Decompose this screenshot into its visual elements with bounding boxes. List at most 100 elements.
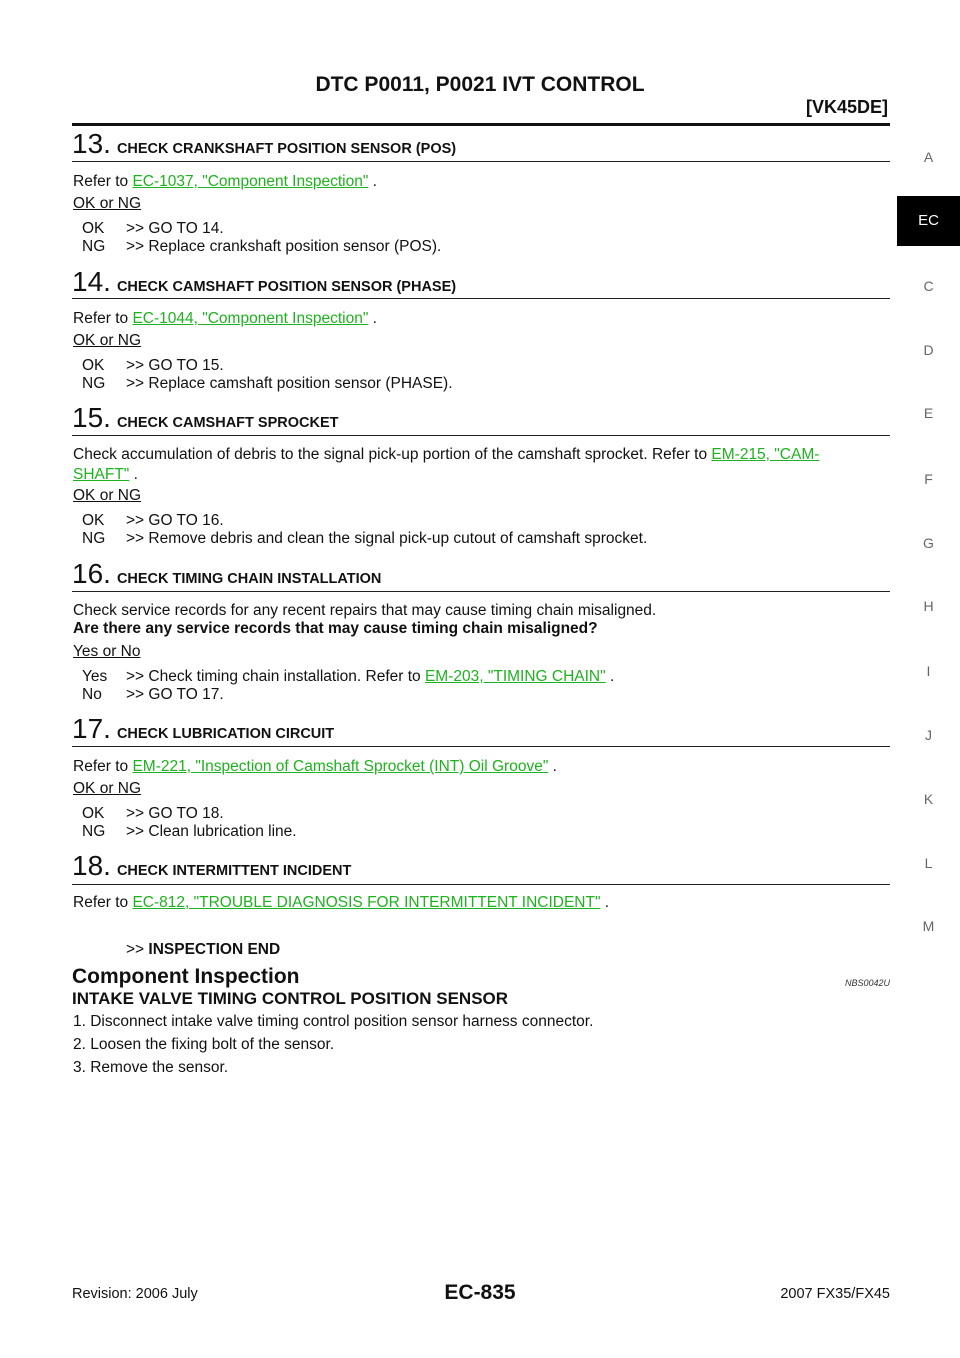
step-17-refer: Refer to EM-221, "Inspection of Camshaft…: [73, 757, 557, 777]
step-13-refer: Refer to EC-1037, "Component Inspection"…: [73, 172, 377, 192]
side-tab-d[interactable]: D: [923, 342, 934, 358]
side-tab-h[interactable]: H: [923, 598, 934, 614]
link-em-215-cont[interactable]: SHAFT": [73, 466, 130, 483]
step-15-result-ng: NG >> Remove debris and clean the signal …: [82, 529, 647, 549]
list-item: 1. Disconnect intake valve timing contro…: [73, 1013, 594, 1030]
step-number: 14.: [72, 266, 111, 297]
step-number: 18.: [72, 850, 111, 881]
footer-model: 2007 FX35/FX45: [780, 1286, 890, 1302]
refer-text: Refer to: [73, 894, 133, 911]
refer-suffix: .: [605, 668, 615, 685]
side-tab-a[interactable]: A: [923, 149, 934, 165]
step-14-choice: OK or NG: [73, 332, 142, 349]
link-ec-812[interactable]: EC-812, "TROUBLE DIAGNOSIS FOR INTERMITT…: [132, 894, 601, 911]
step-16-choice: Yes or No: [73, 643, 141, 660]
section-code: NBS0042U: [844, 978, 890, 988]
step-13-result-ok: OK >> GO TO 14.: [82, 219, 224, 239]
result-label: OK: [82, 512, 105, 529]
step-15-result-ok: OK >> GO TO 16.: [82, 511, 224, 531]
step-14-heading: 14.CHECK CAMSHAFT POSITION SENSOR (PHASE…: [72, 266, 890, 298]
step-number: 17.: [72, 713, 111, 744]
result-label: NG: [82, 375, 106, 392]
result-text: INSPECTION END: [148, 941, 281, 958]
link-em-215[interactable]: EM-215, "CAM-: [711, 446, 820, 463]
list-item: 2. Loosen the fixing bolt of the sensor.: [73, 1036, 335, 1053]
result-text: >> Clean lubrication line.: [126, 823, 297, 840]
side-tab-j[interactable]: J: [925, 727, 932, 743]
result-text: >> GO TO 14.: [126, 220, 224, 237]
step-title: CHECK CRANKSHAFT POSITION SENSOR (POS): [116, 141, 457, 157]
step-15-heading: 15.CHECK CAMSHAFT SPROCKET: [72, 402, 890, 434]
side-tab-f[interactable]: F: [924, 471, 933, 487]
side-tab-g[interactable]: G: [923, 535, 934, 551]
result-text: >> Remove debris and clean the signal pi…: [126, 530, 648, 547]
result-label: NG: [82, 823, 106, 840]
step-16-body: Check service records for any recent rep…: [73, 602, 657, 619]
result-text: >> GO TO 15.: [126, 357, 224, 374]
step-13-choice: OK or NG: [73, 195, 142, 212]
side-tab-l[interactable]: L: [924, 855, 933, 871]
result-label: NG: [82, 238, 106, 255]
section-title: Component Inspection: [72, 965, 300, 988]
step-rule: [72, 884, 890, 885]
result-text: >> Replace camshaft position sensor (PHA…: [126, 375, 453, 392]
page-title: DTC P0011, P0021 IVT CONTROL: [315, 73, 645, 96]
result-label: OK: [82, 805, 105, 822]
page-subtitle: [VK45DE]: [805, 97, 888, 117]
link-em-203[interactable]: EM-203, "TIMING CHAIN": [424, 668, 606, 685]
step-13-result-ng: NG >> Replace crankshaft position sensor …: [82, 237, 441, 257]
step-17-heading: 17. CHECK LUBRICATION CIRCUIT: [72, 713, 890, 745]
step-14-result-ok: OK >> GO TO 15.: [82, 356, 224, 376]
refer-suffix: .: [368, 173, 377, 190]
step-title: CHECK LUBRICATION CIRCUIT: [116, 726, 335, 742]
body-text: Check accumulation of debris to the sign…: [73, 446, 712, 463]
result-label: OK: [82, 220, 105, 237]
link-em-221[interactable]: EM-221, "Inspection of Camshaft Sprocket…: [132, 758, 549, 775]
result-label: Yes: [82, 668, 108, 685]
step-rule: [72, 161, 890, 162]
refer-suffix: .: [368, 310, 377, 327]
step-18-heading: 18. CHECK INTERMITTENT INCIDENT: [72, 850, 890, 882]
step-number: 13.: [72, 128, 111, 159]
step-title: CHECK INTERMITTENT INCIDENT: [116, 863, 352, 879]
step-14-refer: Refer to EC-1044, "Component Inspection"…: [73, 309, 377, 329]
refer-text: Refer to: [73, 173, 133, 190]
step-15-choice: OK or NG: [73, 487, 142, 504]
result-text: >> GO TO 17.: [126, 686, 224, 703]
step-17-result-ng: NG >> Clean lubrication line.: [82, 822, 297, 842]
step-rule: [72, 435, 890, 436]
footer-revision: Revision: 2006 July: [72, 1286, 198, 1302]
step-18-end: >> INSPECTION END: [126, 940, 280, 960]
step-15-body: Check accumulation of debris to the sign…: [73, 445, 893, 485]
side-tab-c[interactable]: C: [923, 278, 934, 294]
step-16-result-no: No >> GO TO 17.: [82, 685, 224, 705]
refer-suffix: .: [600, 894, 610, 911]
result-text: >> GO TO 16.: [126, 512, 224, 529]
step-rule: [72, 591, 890, 592]
result-label: NG: [82, 530, 106, 547]
step-14-result-ng: NG >> Replace camshaft position sensor (P…: [82, 374, 453, 394]
side-tab-e[interactable]: E: [923, 405, 934, 421]
result-text: >> Check timing chain installation. Refe…: [126, 668, 425, 685]
refer-text: Refer to: [73, 758, 133, 775]
section-subtitle: INTAKE VALVE TIMING CONTROL POSITION SEN…: [72, 989, 509, 1008]
side-tab-m[interactable]: M: [922, 918, 935, 934]
side-tab-ec[interactable]: EC: [897, 196, 960, 246]
side-tab-k[interactable]: K: [923, 791, 934, 807]
step-16-result-yes: Yes >> Check timing chain installation. R…: [82, 667, 614, 687]
step-rule: [72, 298, 890, 299]
link-ec-1037[interactable]: EC-1037, "Component Inspection": [132, 173, 369, 190]
step-number: 15.: [72, 402, 111, 433]
step-16-question: Are there any service records that may c…: [73, 620, 598, 637]
refer-suffix: .: [129, 466, 138, 483]
link-ec-1044[interactable]: EC-1044, "Component Inspection": [132, 310, 369, 327]
footer-page-number: EC-835: [444, 1281, 516, 1304]
list-item: 3. Remove the sensor.: [73, 1059, 229, 1076]
refer-suffix: .: [548, 758, 557, 775]
side-tab-i[interactable]: I: [926, 663, 931, 679]
result-label: OK: [82, 357, 105, 374]
result-label: No: [82, 686, 102, 703]
result-text: >> Replace crankshaft position sensor (P…: [126, 238, 442, 255]
refer-text: Refer to: [73, 310, 133, 327]
step-title: CHECK TIMING CHAIN INSTALLATION: [116, 571, 382, 587]
